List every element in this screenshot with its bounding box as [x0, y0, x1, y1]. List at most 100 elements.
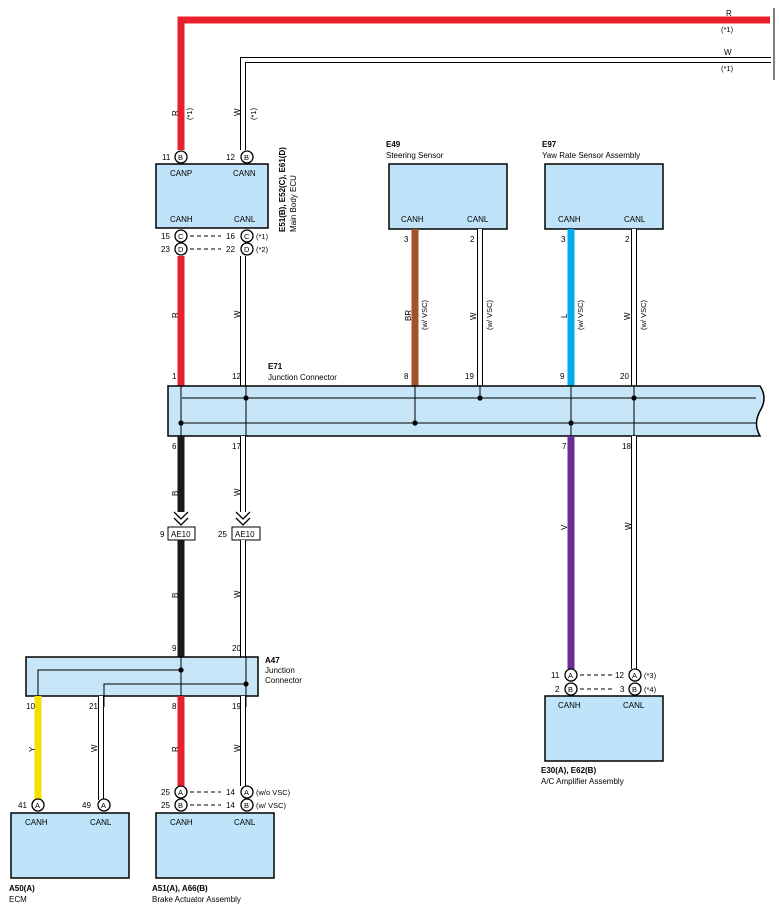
e71-to-ac-wires: V W: [560, 436, 637, 669]
chevron-down-icon: [173, 511, 189, 526]
ecu-pin-canp-marker: [174, 150, 188, 164]
e71-node: [631, 395, 637, 401]
ecm-conn-l: A: [101, 801, 106, 810]
wire-label-w1: W: [233, 310, 242, 318]
e71-pin-1: 1: [172, 372, 177, 381]
a47-bus-high: [37, 669, 182, 707]
ae10-connectors: 9 AE10 25 AE10: [160, 511, 261, 541]
top-r-note: (*1): [721, 25, 734, 34]
e71-pin-8: 8: [404, 372, 409, 381]
ae10-left-label: AE10: [171, 530, 191, 539]
ecu-r-note: (*1): [185, 107, 194, 120]
a47-pin-10: 10: [26, 702, 35, 711]
ecm-conn-h: A: [35, 801, 40, 810]
brake-pin-h2-marker: [174, 798, 188, 812]
wire-label-w2: W: [233, 488, 242, 496]
ecu-conn-cann: B: [244, 153, 249, 162]
ecu-w-label: W: [233, 108, 242, 116]
wire-label-w3: W: [233, 590, 242, 598]
brake-name: Brake Actuator Assembly: [152, 895, 241, 904]
e49-wire-h-note: (w/ VSC): [420, 299, 429, 330]
e49-box: [388, 163, 508, 230]
e49-wire-l-note: (w/ VSC): [485, 299, 494, 330]
ecm-pin-l: 49: [82, 801, 91, 810]
brake-code: A51(A), A66(B): [152, 884, 208, 893]
e97-code: E97: [542, 140, 557, 149]
junction-e71: E71 Junction Connector 1 12 8 19 9 20 6 …: [167, 362, 765, 451]
ae10-right-label: AE10: [235, 530, 255, 539]
brake-canl: CANL: [234, 818, 256, 827]
ac-conn-l2: B: [632, 685, 637, 694]
yaw-rate-sensor: E97 Yaw Rate Sensor Assembly CANH CANL 3…: [542, 140, 664, 386]
ecu-w-note: (*1): [249, 107, 258, 120]
e71-pin-6: 6: [172, 442, 177, 451]
ecu-top-wire-labels: R (*1) W (*1): [171, 107, 258, 120]
e71-node: [178, 420, 184, 426]
e71-node: [243, 395, 249, 401]
brake-conn-l1: A: [244, 788, 249, 797]
ecm-code: A50(A): [9, 884, 35, 893]
ac-pin-l2: 3: [620, 685, 625, 694]
ecu-canl: CANL: [234, 215, 256, 224]
top-r-label: R: [726, 9, 732, 18]
ac-note1: (*3): [644, 671, 657, 680]
brake-pin-l1: 14: [226, 788, 235, 797]
ecu-to-e71-wires: R W: [171, 256, 246, 386]
e71-pin-7: 7: [562, 442, 567, 451]
chevron-down-icon: [235, 511, 251, 526]
e49-name: Steering Sensor: [386, 151, 444, 160]
ecu-conn-l2: D: [244, 245, 250, 254]
wire-label-w6: W: [624, 522, 633, 530]
ecm-canh: CANH: [25, 818, 48, 827]
ecm-box: [10, 812, 130, 879]
ecu-pin-h1: 15: [161, 232, 170, 241]
e49-pin-l: 2: [470, 235, 475, 244]
e71-pin-12: 12: [232, 372, 241, 381]
ac-canh: CANH: [558, 701, 581, 710]
brake-actuator: 25 A 14 A (w/o VSC) 25 B 14 B (w/ VSC) C…: [152, 785, 291, 904]
ecm-pin-l-marker: [97, 798, 111, 812]
ecu-pin-h2-marker: [174, 242, 188, 256]
e97-name: Yaw Rate Sensor Assembly: [542, 151, 640, 160]
ecu-canp: CANP: [170, 169, 192, 178]
a47-pin-19: 19: [232, 702, 241, 711]
wire-label-b1: B: [171, 491, 180, 496]
e97-wire-h-label: L: [560, 313, 569, 318]
brake-canh: CANH: [170, 818, 193, 827]
e71-to-ae10-wires: B W: [171, 436, 246, 512]
a47-name-1: Junction: [265, 666, 295, 675]
wire-label-r2: R: [171, 746, 180, 752]
brake-note2: (w/ VSC): [256, 801, 287, 810]
e71-name: Junction Connector: [268, 373, 337, 382]
ac-conn-l1: A: [632, 671, 637, 680]
brake-box: [155, 812, 275, 879]
ac-conn-h2: B: [568, 685, 573, 694]
ae10-to-a47-wires: B W: [171, 540, 246, 657]
a47-node: [178, 667, 184, 673]
ac-name: A/C Amplifier Assembly: [541, 777, 624, 786]
ecm-name: ECM: [9, 895, 27, 904]
a47-body: [25, 656, 259, 697]
ecu-pin-l1: 16: [226, 232, 235, 241]
e97-pin-h: 3: [561, 235, 566, 244]
a47-pin-8: 8: [172, 702, 177, 711]
ae10-pin-right: 25: [218, 530, 227, 539]
e71-node: [568, 420, 574, 426]
e97-pin-l: 2: [625, 235, 630, 244]
ac-box: [544, 695, 664, 762]
brake-note1: (w/o VSC): [256, 788, 291, 797]
ecu-box: [155, 163, 269, 229]
ac-code: E30(A), E62(B): [541, 766, 596, 775]
top-w-note: (*1): [721, 64, 734, 73]
ecu-pin-l2-marker: [240, 242, 254, 256]
ecu-pin-h1-marker: [174, 229, 188, 243]
brake-conn-l2: B: [244, 801, 249, 810]
ac-pin-h1-marker: [564, 668, 578, 682]
ecm: 41 A 49 A CANH CANL A50(A) ECM: [9, 798, 130, 904]
e49-wire-h-label: BR: [404, 310, 413, 321]
ac-amplifier: 11 A 12 A (*3) 2 B 3 B (*4) CANH CANL E3…: [541, 668, 664, 786]
e97-wire-h-note: (w/ VSC): [576, 299, 585, 330]
brake-pin-l1-marker: [240, 785, 254, 799]
ecm-canl: CANL: [90, 818, 112, 827]
